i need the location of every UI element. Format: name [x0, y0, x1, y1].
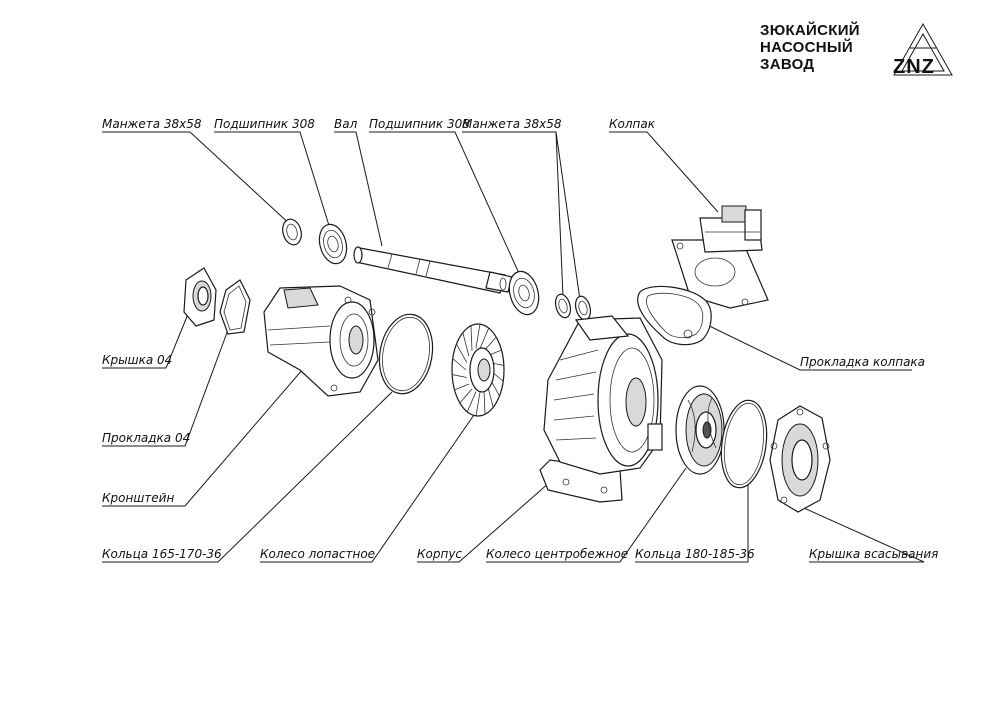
- impeller-vane: [456, 343, 468, 363]
- impeller-vane: [452, 374, 467, 378]
- seal-right-pair: [554, 293, 592, 321]
- impeller-vane: [470, 325, 473, 351]
- brand-line-3: ЗАВОД: [760, 56, 815, 73]
- brand-line-1: ЗЮКАЙСКИЙ: [760, 22, 860, 39]
- impeller-vane: [475, 324, 481, 349]
- label-o-ring-180: Кольца 180-185-36: [635, 547, 755, 561]
- impeller-vane: [475, 391, 481, 416]
- seal-left: [282, 218, 302, 246]
- brand-logo-text: ZNZ: [893, 56, 935, 78]
- label-centrifugal-impeller: Колесо центробежное: [486, 547, 629, 561]
- label-seal-left: Манжета 38х58: [102, 117, 202, 131]
- leader-lines: [102, 131, 925, 563]
- brand-line-2: НАСОСНЫЙ: [760, 39, 853, 56]
- label-bracket: Кронштейн: [102, 491, 175, 505]
- impeller-vane: [466, 391, 477, 413]
- bracket: [263, 285, 379, 397]
- cap: [671, 205, 769, 309]
- gasket-04: [219, 279, 251, 335]
- label-bearing-right: Подшипник 308: [369, 117, 470, 131]
- cover-04: [183, 267, 217, 327]
- bearing-left: [318, 223, 348, 265]
- o-ring-180: [720, 399, 768, 489]
- label-cover-04: Крышка 04: [102, 353, 173, 367]
- label-housing: Корпус: [417, 547, 463, 561]
- label-gasket-04: Прокладка 04: [102, 431, 191, 445]
- cap-gasket: [637, 285, 712, 346]
- impeller-vane: [459, 388, 473, 404]
- impeller-vane: [452, 358, 467, 371]
- impeller-vane: [454, 383, 469, 391]
- label-seal-right: Манжета 38х58: [462, 117, 562, 131]
- label-vane-impeller: Колесо лопастное: [260, 547, 376, 561]
- vane-impeller: [451, 323, 505, 417]
- label-suction-cover: Крышка всасывания: [809, 547, 939, 561]
- label-bearing-left: Подшипник 308: [214, 117, 315, 131]
- pump-housing: [539, 315, 663, 503]
- impeller-vane: [483, 389, 486, 415]
- centrifugal-impeller: [675, 385, 725, 475]
- znz-logo-icon: [893, 22, 953, 76]
- brand-name: ЗЮКАЙСКИЙ НАСОСНЫЙ ЗАВОД: [760, 22, 860, 73]
- label-cap: Колпак: [609, 117, 655, 131]
- suction-cover: [769, 405, 831, 513]
- impeller-vane: [462, 332, 470, 356]
- shaft: [353, 246, 513, 294]
- label-shaft: Вал: [334, 117, 358, 131]
- label-o-ring-165: Кольца 165-170-36: [102, 547, 222, 561]
- impeller-vane: [479, 327, 490, 349]
- o-ring-165: [378, 313, 434, 395]
- bearing-right: [508, 270, 540, 316]
- label-cap-gasket: Прокладка колпака: [800, 355, 926, 369]
